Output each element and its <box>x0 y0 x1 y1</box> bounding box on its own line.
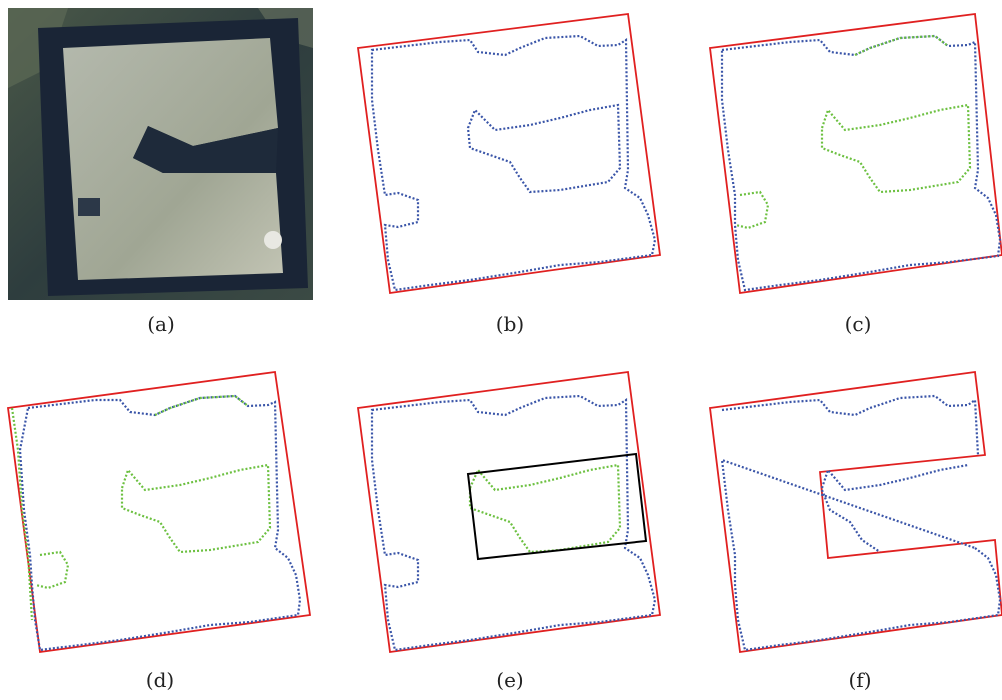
highlight-contour <box>10 394 272 621</box>
caption-f: (f) <box>848 668 872 692</box>
fitted-polygon <box>708 12 1002 295</box>
highlight-top <box>854 34 949 56</box>
caption-e: (e) <box>496 668 524 692</box>
fitted-polygon <box>6 370 312 654</box>
highlight-contour <box>735 103 972 230</box>
building-contour <box>370 34 657 292</box>
caption-c: (c) <box>844 312 872 336</box>
building-contour <box>370 394 657 652</box>
building-contour <box>720 394 1002 652</box>
caption-a: (a) <box>147 312 175 336</box>
fitted-polygon <box>356 370 662 654</box>
panel-a <box>8 8 313 300</box>
bounding-box <box>466 452 648 561</box>
fitted-polygon <box>356 12 662 295</box>
building-contour <box>18 394 302 652</box>
caption-b: (b) <box>495 312 525 336</box>
building-contour <box>720 34 1002 292</box>
caption-d: (d) <box>145 668 175 692</box>
aerial-photo <box>8 8 313 300</box>
